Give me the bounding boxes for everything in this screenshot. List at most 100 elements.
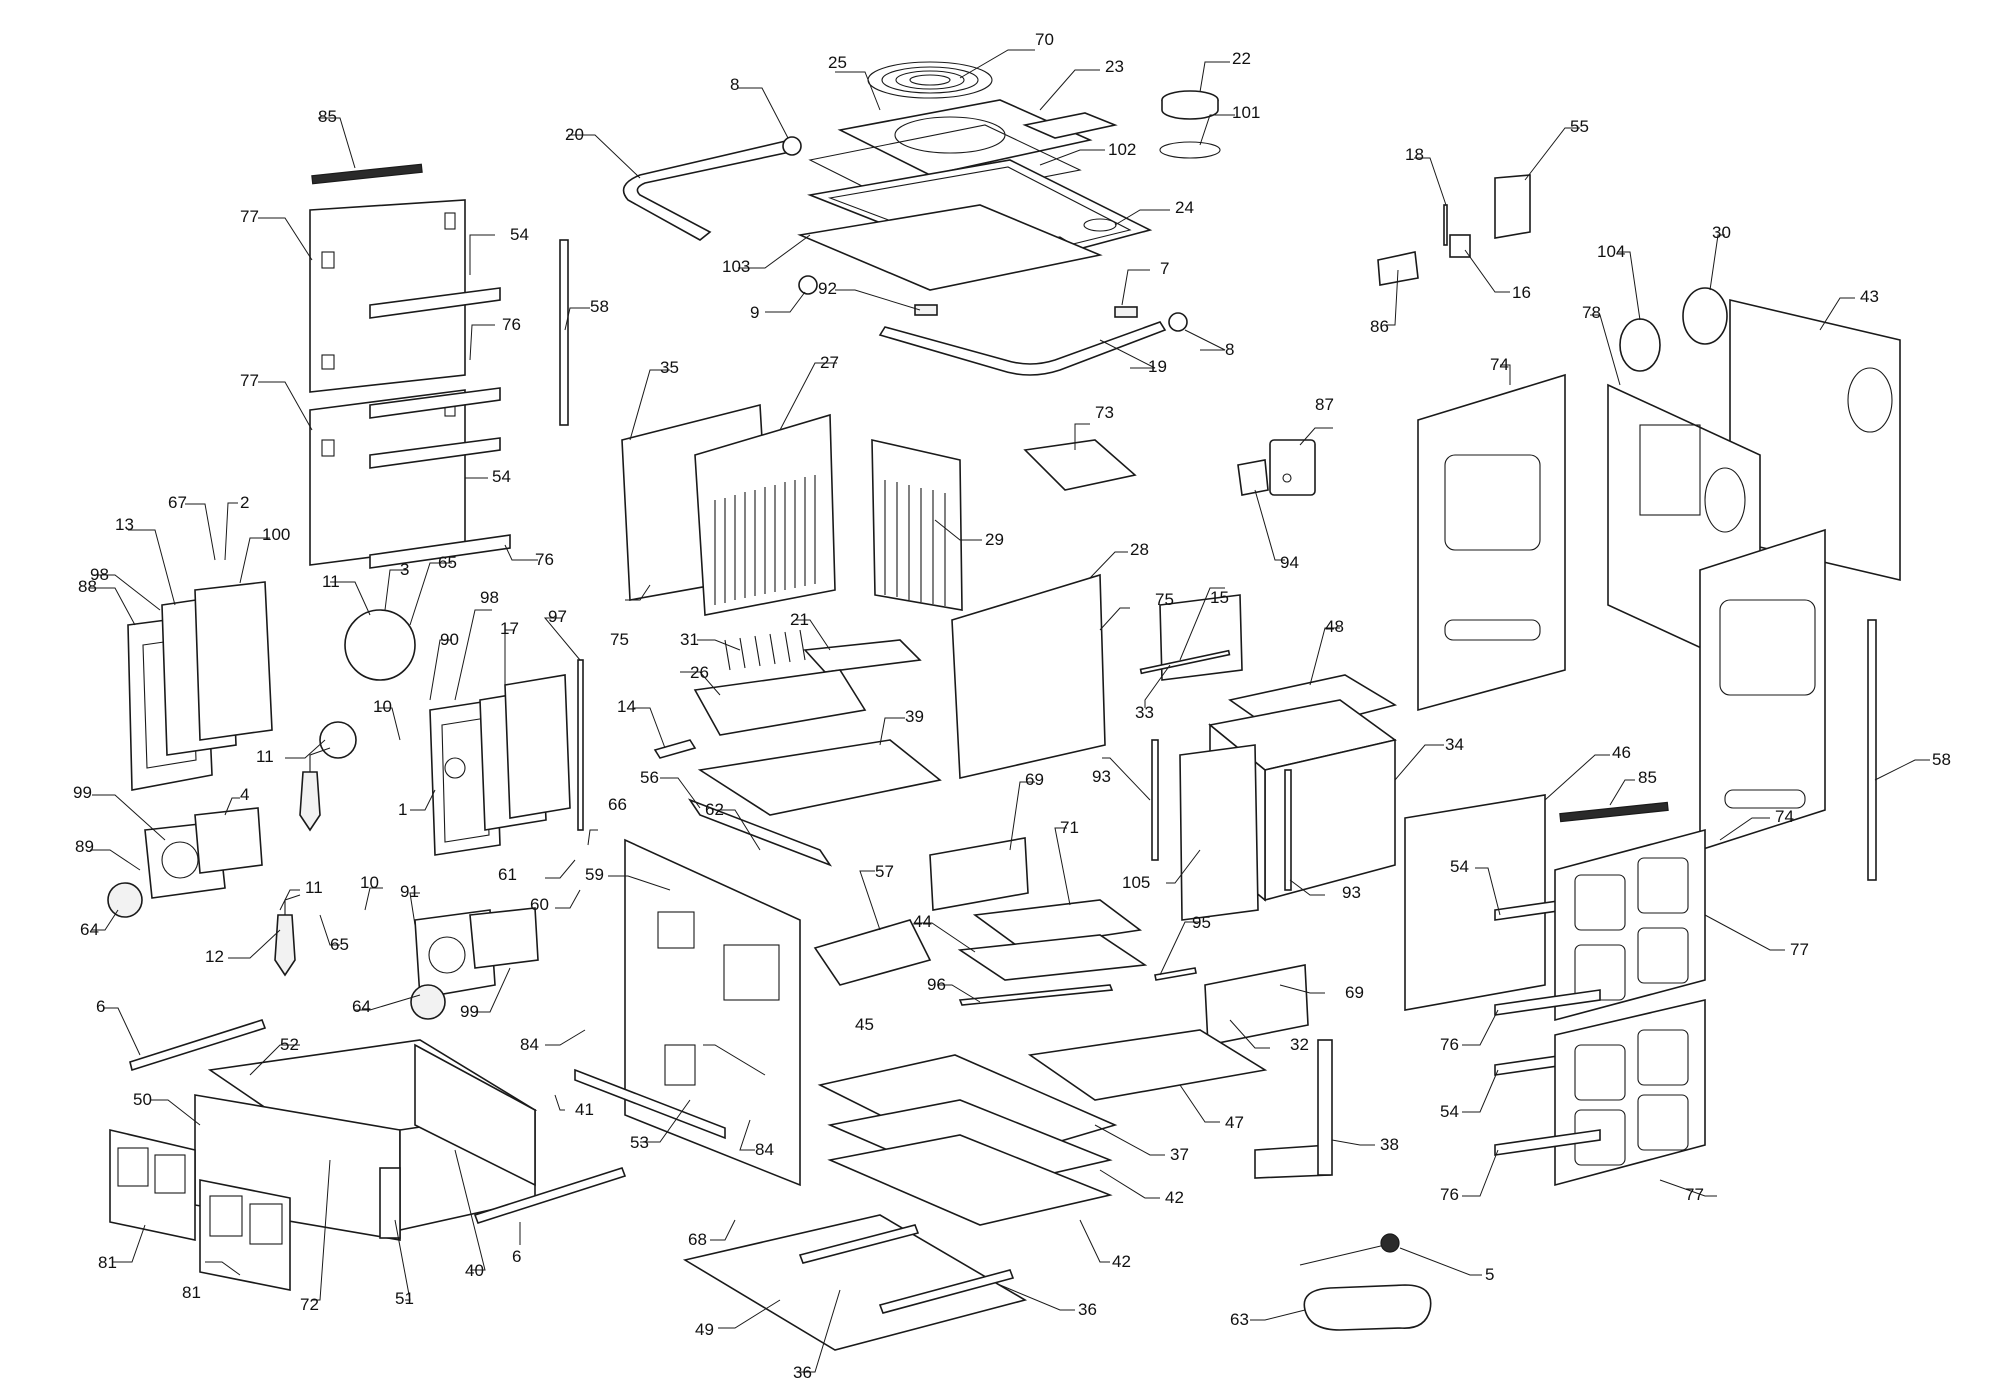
callout-76a: 76 [502,315,521,334]
part-77-decor-door-lower [1554,998,1706,1187]
callout-68: 68 [688,1230,707,1249]
callout-14: 14 [617,697,636,716]
callout-90: 90 [440,630,459,649]
part-31-fire-grate [724,629,806,671]
part-93-strip-left [1151,739,1159,861]
callout-36a: 36 [793,1363,812,1382]
callout-51: 51 [395,1289,414,1308]
callout-55: 55 [1570,117,1589,136]
callout-23: 23 [1105,57,1124,76]
part-94-gasket [1237,459,1269,496]
callout-73: 73 [1095,403,1114,422]
callout-31: 31 [680,630,699,649]
part-36-base-bar-left [798,1224,920,1264]
callout-65b: 65 [330,935,349,954]
callout-77c: 77 [1790,940,1809,959]
callout-87: 87 [1315,395,1334,414]
part-18-pin [1443,204,1448,246]
callout-86: 86 [1370,317,1389,336]
part-6-drawer-runner-left [129,1019,267,1072]
callout-91: 91 [400,882,419,901]
part-97-glass [504,674,571,819]
part-70-hotplate-rings [867,61,993,99]
part-54-bar-lower [369,437,501,469]
callout-34: 34 [1445,735,1464,754]
part-85-handle-bar-right [1559,801,1669,823]
callout-81b: 81 [182,1283,201,1302]
callout-92: 92 [818,279,837,298]
callout-10a: 10 [373,697,392,716]
callout-58b: 58 [1932,750,1951,769]
callout-57: 57 [875,862,894,881]
callout-77b: 77 [240,371,259,390]
callout-41: 41 [575,1100,594,1119]
part-76-bar-right-b [1494,1129,1601,1156]
callout-84b: 84 [755,1140,774,1159]
callout-32: 32 [1290,1035,1309,1054]
part-41-drawer-back [414,1043,536,1187]
part-8-rail-knob [782,136,802,156]
callout-1: 1 [398,800,407,819]
callout-33: 33 [1135,703,1154,722]
part-95-strip [1154,967,1197,981]
part-14-clip [653,739,697,759]
callout-71: 71 [1060,818,1079,837]
callout-81a: 81 [98,1253,117,1272]
part-44-oven-tray-frame [957,934,1148,981]
part-55-bracket [1494,174,1531,239]
part-30-flue-ring [1682,287,1728,345]
part-53-front-bar [574,1068,726,1140]
part-101-ring [1159,141,1221,159]
callout-98a: 98 [90,565,109,584]
callout-76b: 76 [535,550,554,569]
part-47-oven-floor [1027,1029,1268,1101]
part-76-bar-b [369,534,511,569]
callout-76c: 76 [1440,1035,1459,1054]
callout-27: 27 [820,353,839,372]
part-57-ash-pan [813,919,932,986]
part-28-oven-back-panel [951,573,1106,779]
callout-103: 103 [722,257,750,276]
part-85-handle-bar [311,163,423,185]
callout-64b: 64 [352,997,371,1016]
callout-28: 28 [1130,540,1149,559]
part-27-rear-grate-panel [694,413,836,616]
callout-64a: 64 [80,920,99,939]
part-4-ash-door-plate [194,807,263,874]
part-45-front-frame [624,838,801,1187]
part-81-decor-panel-right [199,1179,291,1291]
part-73-flue-bracket [1023,439,1137,491]
callout-74a: 74 [1490,355,1509,374]
callout-53: 53 [630,1133,649,1152]
callout-26: 26 [690,663,709,682]
part-23-small-plate [1022,112,1118,139]
callout-10b: 10 [360,873,379,892]
part-9-rail-cap [798,275,818,295]
callout-13: 13 [115,515,134,534]
callout-20: 20 [565,125,584,144]
callout-101: 101 [1232,103,1260,122]
callout-54c: 54 [1450,857,1469,876]
part-99-lower-plate [469,907,539,969]
part-6-drawer-runner-right [473,1167,627,1224]
callout-69b: 69 [1345,983,1364,1002]
part-19-towel-rail [878,321,1167,376]
callout-65a: 65 [438,553,457,572]
callout-16: 16 [1512,283,1531,302]
callout-60: 60 [530,895,549,914]
callout-48: 48 [1325,617,1344,636]
callout-104: 104 [1597,242,1625,261]
part-49-base-frame [682,1214,1028,1351]
callout-5: 5 [1485,1265,1494,1284]
part-63-oven-mitt [1303,1284,1432,1331]
part-104-gasket-ring [1619,318,1661,372]
callout-40: 40 [465,1261,484,1280]
part-56-front-trim [687,798,833,867]
callout-11b: 11 [256,747,274,766]
callout-89: 89 [75,837,94,856]
callout-17: 17 [500,619,519,638]
part-36-base-bar-right [878,1269,1015,1314]
part-54-bar-upper [369,287,501,319]
part-87-thermostat [1269,439,1316,496]
